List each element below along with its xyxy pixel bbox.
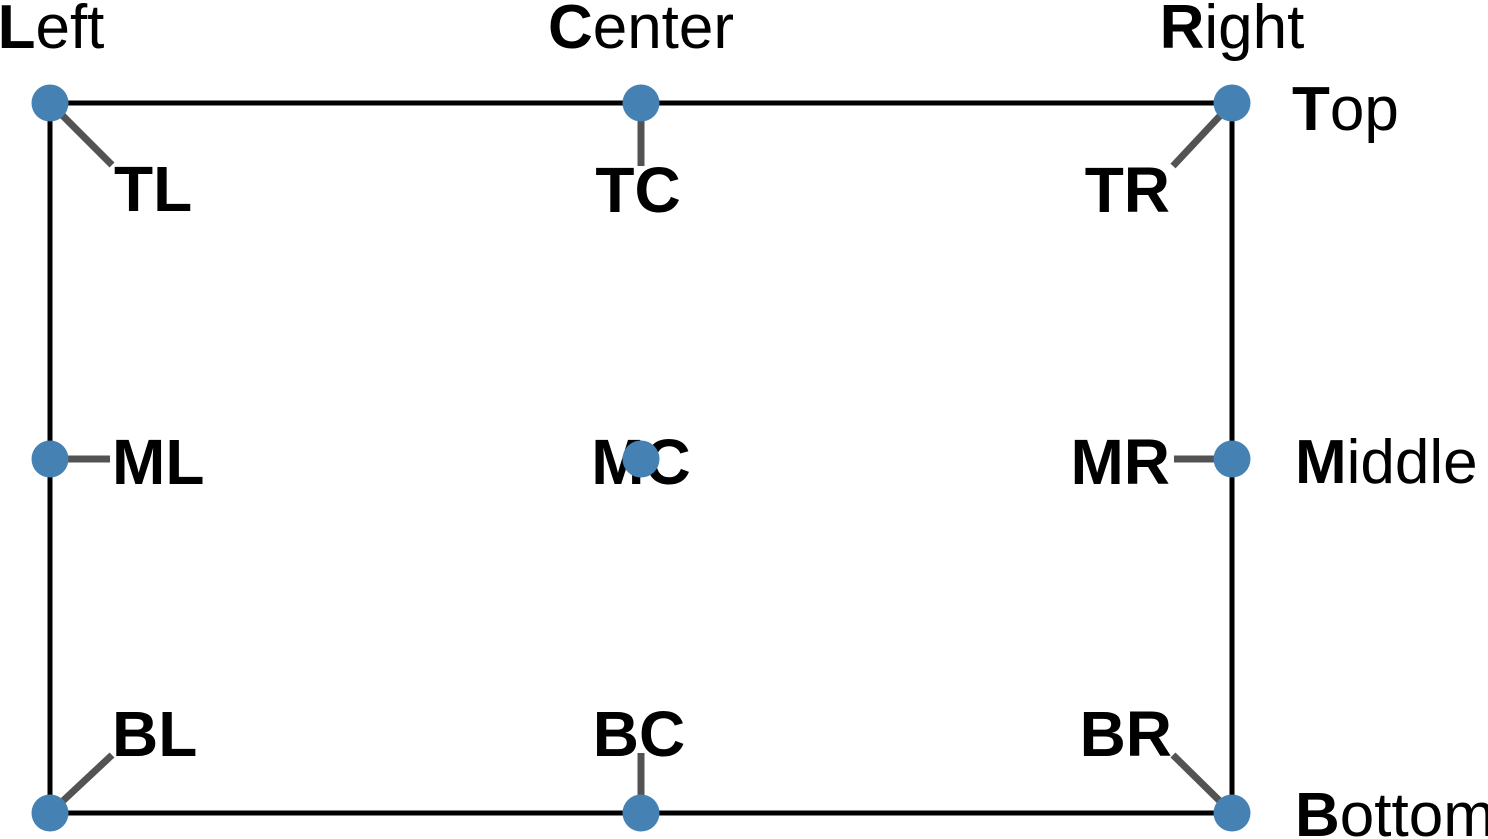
anchor-dot-ml — [31, 440, 69, 478]
anchor-dot-bl — [31, 794, 69, 832]
anchor-dot-tc — [622, 84, 660, 122]
outer-label-middle-rest: iddle — [1347, 428, 1478, 497]
outer-label-right-bold: R — [1160, 0, 1205, 62]
outer-label-bottom: Bottom — [1295, 781, 1488, 839]
anchor-label-tr: TR — [1085, 154, 1170, 226]
outer-label-left-bold: L — [0, 0, 35, 62]
outer-label-center: Center — [548, 0, 734, 62]
outer-label-top: Top — [1292, 75, 1399, 144]
outer-label-right: Right — [1160, 0, 1305, 62]
anchor-dot-bc — [622, 794, 660, 832]
outer-label-bottom-rest: ottom — [1340, 781, 1488, 839]
outer-label-bottom-bold: B — [1295, 781, 1340, 839]
anchor-dot-mc — [622, 440, 660, 478]
anchor-dot-br — [1213, 794, 1251, 832]
anchor-dot-tl — [31, 84, 69, 122]
anchor-dot-mr — [1213, 440, 1251, 478]
anchor-label-bl: BL — [112, 698, 197, 770]
outer-label-center-rest: enter — [593, 0, 734, 62]
anchor-label-tl: TL — [114, 153, 192, 225]
outer-label-left: Left — [0, 0, 104, 62]
anchor-label-bc: BC — [593, 698, 685, 770]
outer-label-middle: Middle — [1295, 428, 1478, 497]
outer-label-top-bold: T — [1292, 75, 1330, 144]
anchor-dot-tr — [1213, 84, 1251, 122]
anchor-label-br: BR — [1080, 698, 1172, 770]
outer-label-right-rest: ight — [1204, 0, 1304, 62]
outer-label-left-rest: eft — [35, 0, 104, 62]
anchor-label-ml: ML — [112, 426, 204, 498]
anchor-label-tc: TC — [595, 154, 680, 226]
outer-label-center-bold: C — [548, 0, 593, 62]
outer-label-middle-bold: M — [1295, 428, 1347, 497]
anchor-label-mr: MR — [1070, 426, 1170, 498]
outer-label-top-rest: op — [1330, 75, 1399, 144]
